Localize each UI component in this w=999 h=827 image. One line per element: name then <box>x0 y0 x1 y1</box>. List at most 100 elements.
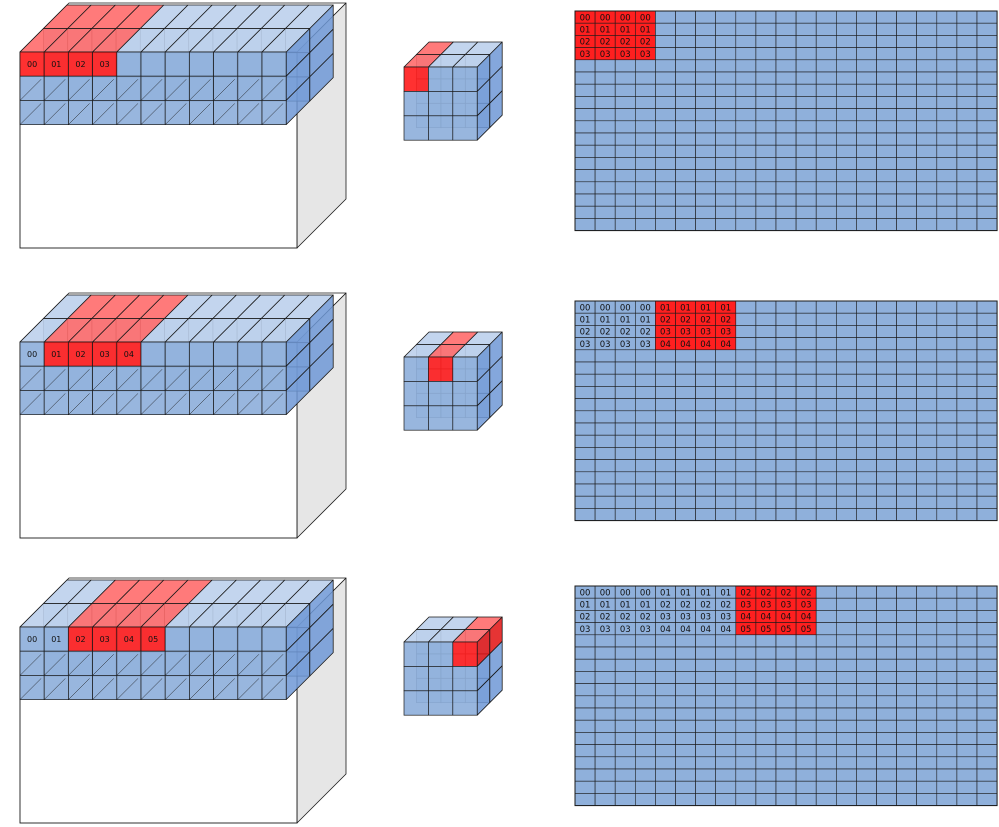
matrix-cell-label: 03 <box>640 340 651 350</box>
matrix-cell <box>755 157 777 170</box>
matrix-cell <box>876 410 897 424</box>
matrix-cell <box>735 732 757 745</box>
matrix-cell <box>574 768 596 782</box>
matrix-cell <box>675 373 696 387</box>
matrix-cell <box>775 434 797 448</box>
matrix-cell <box>614 658 636 672</box>
matrix-cell <box>735 108 757 122</box>
kernel-cell <box>403 641 429 667</box>
matrix-cell-label: 00 <box>620 13 631 23</box>
matrix-cell-label: 05 <box>781 625 792 635</box>
matrix-cell <box>835 373 857 387</box>
matrix-cell <box>574 398 596 412</box>
matrix-cell <box>856 793 877 806</box>
matrix-cell <box>896 756 917 770</box>
matrix-cell <box>735 793 757 806</box>
tensor-cell <box>213 51 239 77</box>
matrix-cell <box>916 434 938 448</box>
matrix-cell <box>735 169 757 183</box>
tensor-cell-label: 03 <box>100 635 110 644</box>
matrix-cell <box>655 169 676 183</box>
matrix-cell <box>876 132 897 146</box>
matrix-cell <box>735 434 757 448</box>
matrix-cell-label: 02 <box>700 601 711 611</box>
matrix-cell <box>936 483 958 497</box>
matrix-cell <box>916 108 938 122</box>
matrix-cell <box>835 193 857 207</box>
matrix-cell <box>856 132 877 146</box>
matrix-cell <box>856 422 877 436</box>
matrix-cell <box>856 337 877 351</box>
matrix-cell <box>856 744 877 758</box>
matrix-cell-label: 00 <box>620 303 631 313</box>
matrix-cell <box>896 96 917 109</box>
matrix-cell <box>976 459 998 473</box>
matrix-cell <box>795 719 817 733</box>
tensor-cell <box>261 51 287 77</box>
matrix-cell <box>856 459 877 473</box>
kernel-cell <box>403 666 429 692</box>
matrix-cell <box>815 349 837 363</box>
matrix-cell <box>976 398 998 412</box>
matrix-cell <box>916 47 938 61</box>
matrix-cell <box>856 157 877 170</box>
matrix-cell <box>896 732 917 745</box>
matrix-cell-label: 01 <box>640 601 651 611</box>
matrix-cell <box>956 422 978 436</box>
matrix-cell <box>896 300 917 314</box>
matrix-cell <box>876 671 897 684</box>
matrix-cell <box>795 120 817 134</box>
tensor-cell <box>164 626 190 652</box>
matrix-cell-label: 03 <box>640 625 651 635</box>
matrix-cell <box>916 22 938 36</box>
matrix-cell <box>614 361 636 375</box>
matrix-cell <box>775 386 797 399</box>
matrix-cell <box>856 658 877 672</box>
matrix-cell <box>675 132 696 146</box>
matrix-cell <box>614 157 636 170</box>
matrix-cell <box>715 373 737 387</box>
matrix-cell <box>976 597 998 611</box>
matrix-cell <box>835 218 857 231</box>
tensor-cell-edge <box>44 103 66 125</box>
matrix-cell <box>594 181 616 195</box>
matrix-cell <box>976 434 998 448</box>
matrix-cell <box>735 325 757 338</box>
matrix-cell <box>695 483 716 497</box>
kernel-cell <box>428 666 454 692</box>
matrix-cell <box>936 707 958 721</box>
matrix-cell <box>634 732 656 745</box>
matrix-cell <box>936 47 958 61</box>
matrix-cell-label: 03 <box>580 50 591 60</box>
matrix-cell <box>755 169 777 183</box>
matrix-cell <box>594 361 616 375</box>
matrix-cell <box>735 398 757 412</box>
matrix-cell <box>795 349 817 363</box>
tensor-cell-edge <box>165 654 187 676</box>
matrix-cell <box>936 337 958 351</box>
matrix-cell <box>976 671 998 684</box>
matrix-cell <box>775 744 797 758</box>
matrix-cell <box>735 459 757 473</box>
matrix-cell <box>735 719 757 733</box>
matrix-cell <box>835 658 857 672</box>
tensor-cell-label: 05 <box>148 635 158 644</box>
matrix-cell <box>614 695 636 709</box>
matrix-cell <box>775 218 797 231</box>
matrix-cell <box>795 707 817 721</box>
matrix-cell <box>634 120 656 134</box>
matrix-cell <box>574 108 596 122</box>
matrix-cell-label: 01 <box>600 26 611 36</box>
matrix-cell <box>634 434 656 448</box>
matrix-cell <box>835 83 857 97</box>
tensor-cell <box>43 51 69 77</box>
matrix-cell <box>795 410 817 424</box>
matrix-cell <box>815 83 837 97</box>
matrix-cell <box>835 337 857 351</box>
matrix-cell <box>856 622 877 636</box>
tensor-cell-edge <box>165 369 187 391</box>
matrix-cell <box>795 508 817 521</box>
matrix-cell <box>755 646 777 660</box>
matrix-cell <box>876 422 897 436</box>
